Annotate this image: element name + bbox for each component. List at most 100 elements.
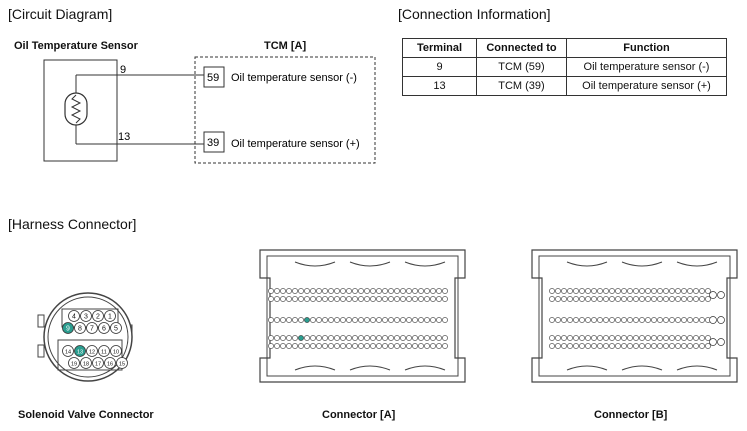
connector-pin	[657, 335, 663, 341]
connector-pin	[436, 317, 442, 323]
connector-pin	[615, 343, 621, 349]
connector-pin	[370, 296, 376, 302]
connector-pin	[693, 296, 699, 302]
connector-pin	[567, 317, 573, 323]
connector-pin	[442, 317, 448, 323]
connector-pin	[298, 335, 304, 341]
circuit-diagram-title: [Circuit Diagram]	[8, 6, 113, 22]
connector-pin	[561, 335, 567, 341]
connector-pin	[669, 296, 675, 302]
connector-pin	[561, 288, 567, 294]
solenoid-pin	[68, 357, 80, 369]
solenoid-pin	[98, 322, 110, 334]
connector-pin	[268, 335, 274, 341]
connector-pin	[687, 288, 693, 294]
connector-pin	[693, 343, 699, 349]
connection-table: Terminal Connected to Function 9 TCM (59…	[402, 38, 727, 96]
connector-pin	[436, 343, 442, 349]
connector-pin	[549, 343, 555, 349]
connector-pin	[663, 288, 669, 294]
solenoid-pin-label: 8	[78, 326, 82, 333]
connector-pin	[555, 343, 561, 349]
connector-pin	[627, 317, 633, 323]
oil-temperature-sensor-label: Oil Temperature Sensor	[14, 40, 138, 52]
connector-pin	[663, 343, 669, 349]
connector-pin	[561, 343, 567, 349]
tcm-pin-39: 39	[207, 137, 219, 149]
connector-pin	[298, 296, 304, 302]
tcm-pin59-box	[203, 66, 225, 88]
solenoid-pin	[104, 357, 116, 369]
sensor-pin-13: 13	[118, 131, 130, 143]
connector-pin	[304, 317, 310, 323]
connector-pin	[274, 343, 280, 349]
connector-pin	[579, 317, 585, 323]
connector-pin	[627, 343, 633, 349]
connector-pin	[406, 296, 412, 302]
connector-pin	[316, 296, 322, 302]
connector-pin	[699, 288, 705, 294]
connector-pin	[621, 335, 627, 341]
connector-pin	[591, 335, 597, 341]
connector-pin	[675, 317, 681, 323]
connector-pin	[579, 296, 585, 302]
sensor-box	[43, 59, 118, 162]
connector-pin	[346, 335, 352, 341]
connector-pin	[573, 317, 579, 323]
connector-pin	[412, 335, 418, 341]
solenoid-pin	[74, 345, 86, 357]
connector-pin	[292, 335, 298, 341]
connector-pin	[442, 288, 448, 294]
connector-pin	[651, 335, 657, 341]
connector-pin	[567, 296, 573, 302]
connector-pin	[591, 317, 597, 323]
connector-pin	[549, 335, 555, 341]
connector-pin	[346, 317, 352, 323]
connector-pin	[663, 296, 669, 302]
connector-pin	[274, 296, 280, 302]
connector-pin	[669, 343, 675, 349]
connector-pin	[609, 296, 615, 302]
connector-pin	[603, 335, 609, 341]
connector-pin	[687, 335, 693, 341]
circuit-diagram: 9 13 59 39 Oil temperature sensor (-) Oi…	[43, 56, 376, 164]
solenoid-pin-label: 15	[119, 362, 125, 368]
connector-pin	[334, 296, 340, 302]
connector-pin	[316, 343, 322, 349]
connector-pin	[645, 296, 651, 302]
connector-pin	[328, 317, 334, 323]
connector-pin	[286, 288, 292, 294]
connector-pin	[555, 288, 561, 294]
connector-pin	[424, 335, 430, 341]
connector-pin	[430, 296, 436, 302]
connector-pin	[268, 288, 274, 294]
connector-pin	[352, 288, 358, 294]
connector-pin	[693, 288, 699, 294]
solenoid-pin-label: 19	[71, 362, 77, 368]
connector-pin	[388, 288, 394, 294]
connector-pin	[400, 296, 406, 302]
connector-pin	[597, 317, 603, 323]
connector-pin	[340, 335, 346, 341]
solenoid-pin	[104, 310, 116, 322]
solenoid-connector-label: Solenoid Valve Connector	[18, 409, 154, 421]
connector-pin	[370, 335, 376, 341]
connector-pin	[268, 317, 274, 323]
tcm-function-top: Oil temperature sensor (-)	[231, 72, 357, 84]
connector-pin	[430, 317, 436, 323]
connector-pin	[609, 288, 615, 294]
connector-pin	[412, 317, 418, 323]
connector-pin	[627, 288, 633, 294]
connector-pin	[298, 343, 304, 349]
connector-pin	[358, 296, 364, 302]
connector-pin	[591, 288, 597, 294]
connector-pin	[352, 335, 358, 341]
solenoid-pin	[116, 357, 128, 369]
connector-pin	[310, 296, 316, 302]
connector-pin	[705, 288, 711, 294]
connector-pin	[651, 317, 657, 323]
connector-pin	[418, 296, 424, 302]
connector-pin	[609, 317, 615, 323]
solenoid-pin-label: 5	[114, 326, 118, 333]
connector-pin	[699, 317, 705, 323]
